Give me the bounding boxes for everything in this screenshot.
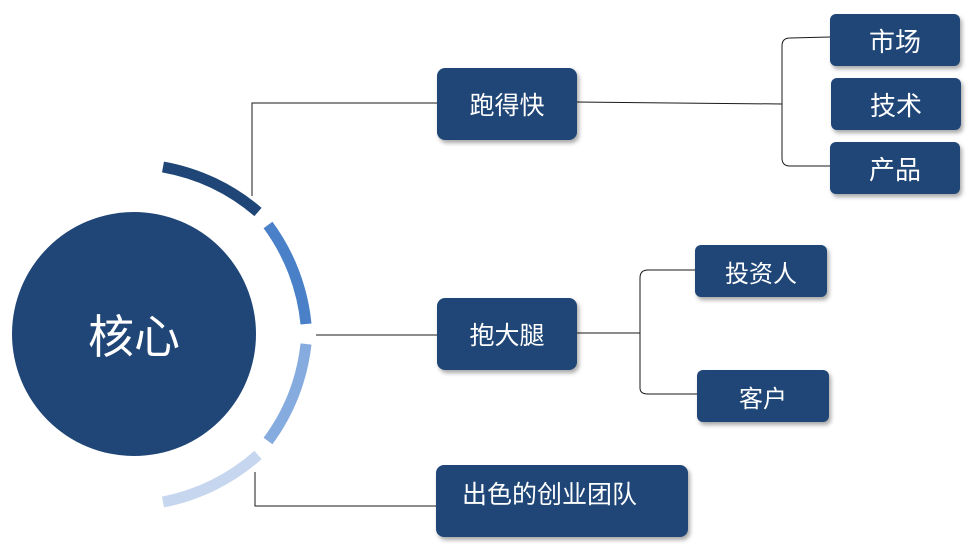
- branch-label-3: 出色的创业团队: [462, 480, 638, 509]
- branch-label-2: 抱大腿: [469, 321, 545, 350]
- branch-node-2: 抱大腿: [437, 298, 577, 370]
- arc-segment-2: [263, 221, 312, 325]
- core-node: 核心: [12, 212, 256, 456]
- connector-core-branch-1: [251, 102, 437, 196]
- connector-core-branch-3: [254, 472, 437, 507]
- branch-label-1: 跑得快: [469, 91, 545, 120]
- leaf-node-technology: 技术: [831, 78, 961, 130]
- branch-node-1: 跑得快: [437, 68, 577, 140]
- leaf-label-market: 市场: [868, 27, 921, 58]
- bracket-branch-1: [781, 36, 831, 167]
- arc-segment-3: [263, 343, 312, 445]
- leaf-label-technology: 技术: [869, 91, 922, 122]
- arc-segment-4: [161, 450, 262, 508]
- bracket-branch-2: [639, 269, 697, 395]
- leaf-label-investor: 投资人: [725, 259, 797, 288]
- leaf-node-market: 市场: [830, 14, 960, 66]
- leaf-node-customer: 客户: [697, 370, 829, 422]
- branch-node-3: 出色的创业团队: [436, 465, 688, 537]
- core-label: 核心: [88, 310, 180, 364]
- connector-branch-1-bracket: [575, 101, 783, 105]
- arc-segment-1: [161, 161, 262, 217]
- leaf-label-product: 产品: [868, 155, 921, 186]
- leaf-label-customer: 客户: [739, 384, 787, 413]
- leaf-node-investor: 投资人: [695, 245, 827, 297]
- leaf-node-product: 产品: [830, 142, 960, 194]
